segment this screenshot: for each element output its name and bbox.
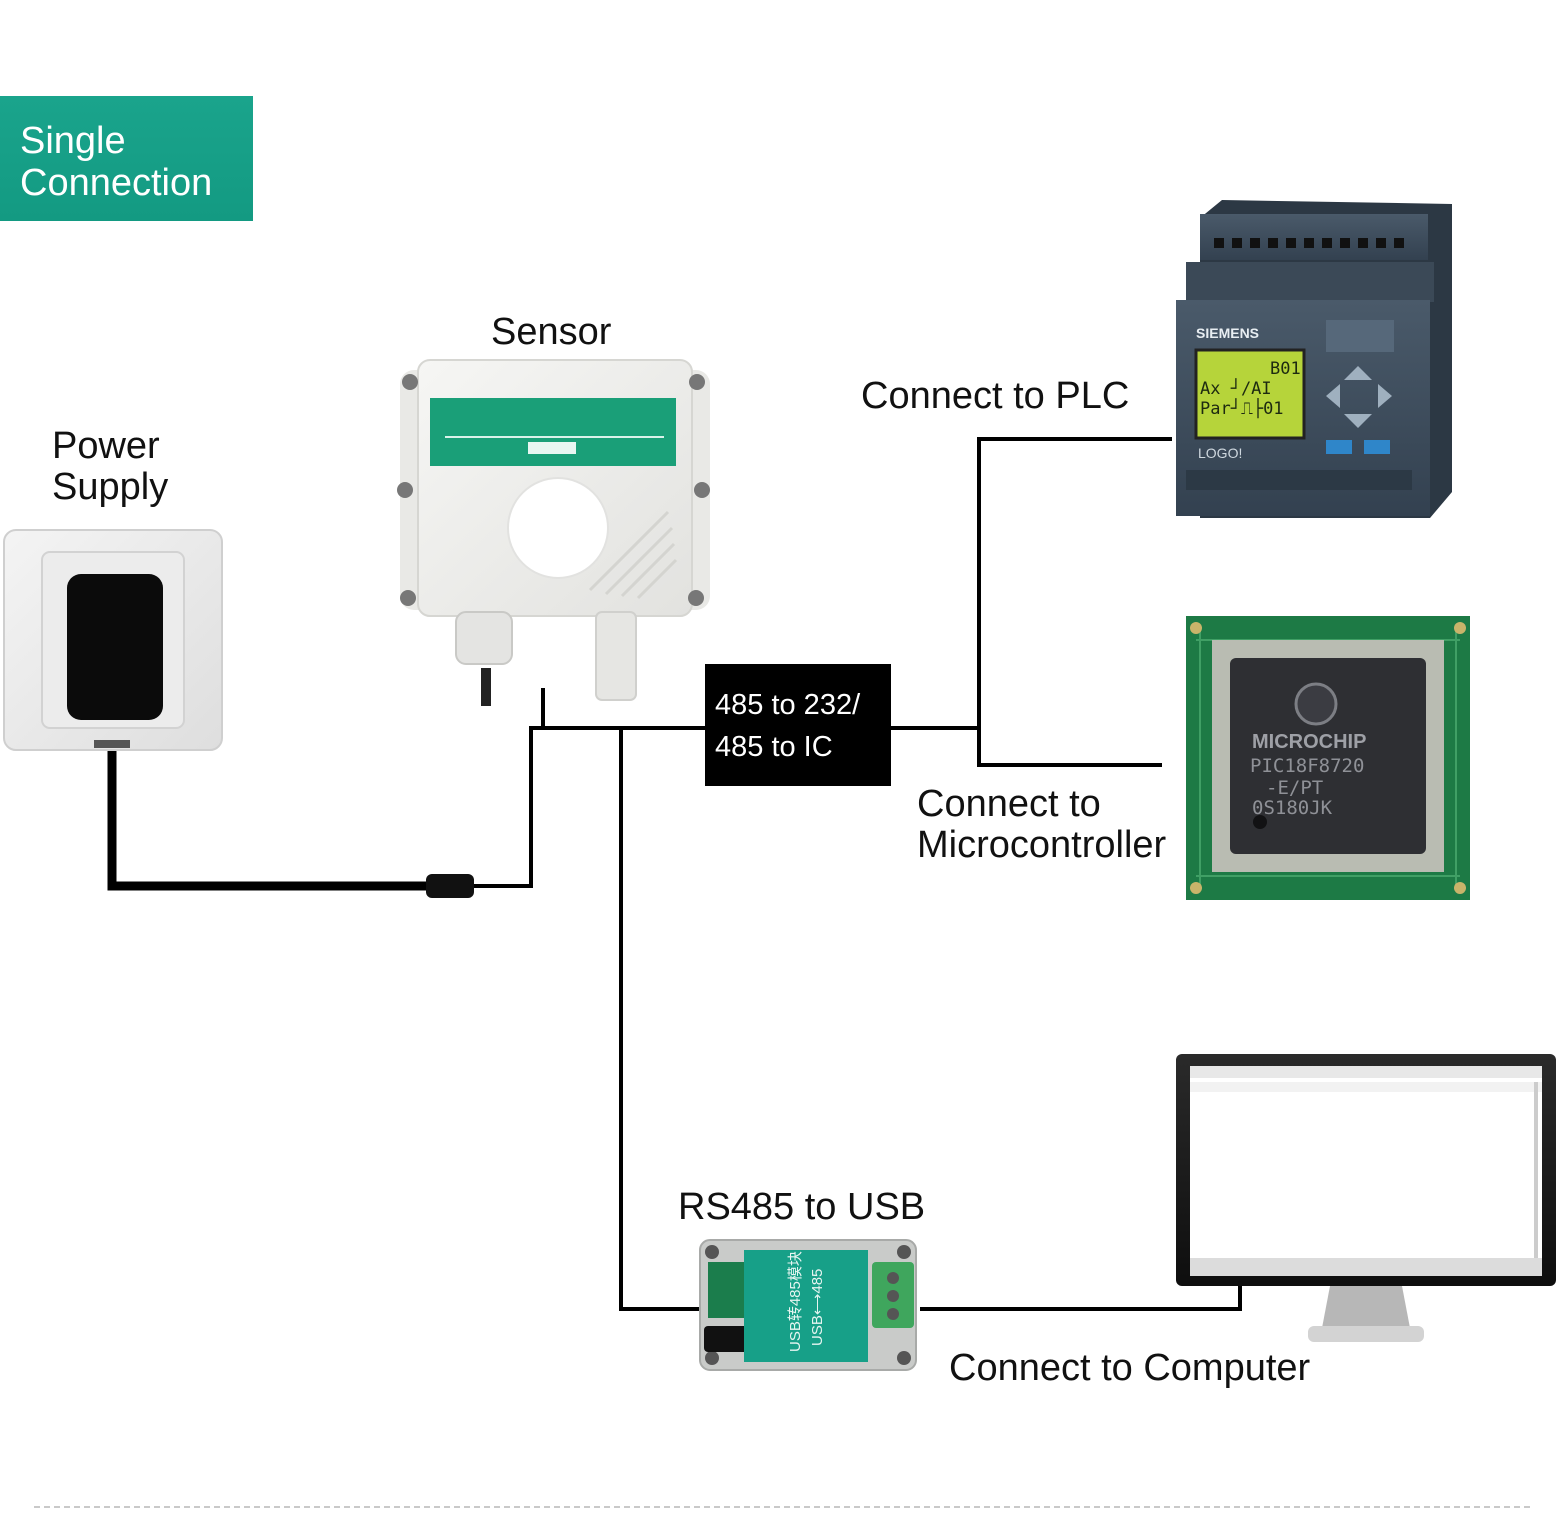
power-socket-icon [3,529,223,751]
sensor-device-icon [397,359,710,701]
mcu-part-line-2: -E/PT [1266,777,1323,799]
protocol-converter-box: 485 to 232/ 485 to IC [705,664,891,786]
mcu-part-line-3: 0S180JK [1252,797,1333,819]
usb-converter-icon: USB转485模块 USB⟷485 [699,1239,917,1371]
power-cable [107,728,431,891]
microcontroller-label-line-1: Connect to [917,783,1101,825]
mcu-part-line-1: PIC18F8720 [1250,755,1364,777]
plc-screen-line-1: B01 [1270,359,1301,379]
title-line-1: Single [20,120,126,162]
plc-device-icon: SIEMENS B01 Ax ┘/AI Par┘⎍├01 LOGO! [1176,200,1452,518]
power-supply-label-line-1: Power [52,425,160,467]
usb-module-text-2: USB⟷485 [809,1269,826,1346]
title-badge: Single Connection [0,96,253,221]
wires [107,437,1242,1311]
plc-model-text: LOGO! [1198,445,1242,461]
mcu-brand-text: MICROCHIP [1252,731,1366,753]
bottom-divider [34,1506,1530,1508]
sensor-label: Sensor [491,311,612,353]
microcontroller-label-line-2: Microcontroller [917,824,1167,866]
power-supply-label-line-2: Supply [52,466,169,508]
computer-label: Connect to Computer [949,1347,1311,1389]
plc-wire [977,437,1172,767]
plc-brand-text: SIEMENS [1196,325,1259,341]
power-plug [426,874,474,898]
computer-monitor-icon [1176,1054,1556,1342]
usb-module-text-1: USB转485模块 [787,1251,804,1352]
converter-line-2: 485 to IC [715,731,833,763]
plc-screen-line-3: Par┘⎍├01 [1200,398,1284,419]
plc-label: Connect to PLC [861,375,1130,417]
plc-screen-line-2: Ax ┘/AI [1200,378,1272,399]
usb-converter-label: RS485 to USB [678,1186,926,1228]
converter-line-1: 485 to 232/ [715,689,861,721]
power-to-bus-wire [474,726,706,888]
bus-to-usb-wire [619,728,700,1311]
title-line-2: Connection [20,162,213,204]
microcontroller-icon: MICROCHIP PIC18F8720 -E/PT 0S180JK [1186,616,1470,900]
computer-wire [920,1284,1242,1311]
